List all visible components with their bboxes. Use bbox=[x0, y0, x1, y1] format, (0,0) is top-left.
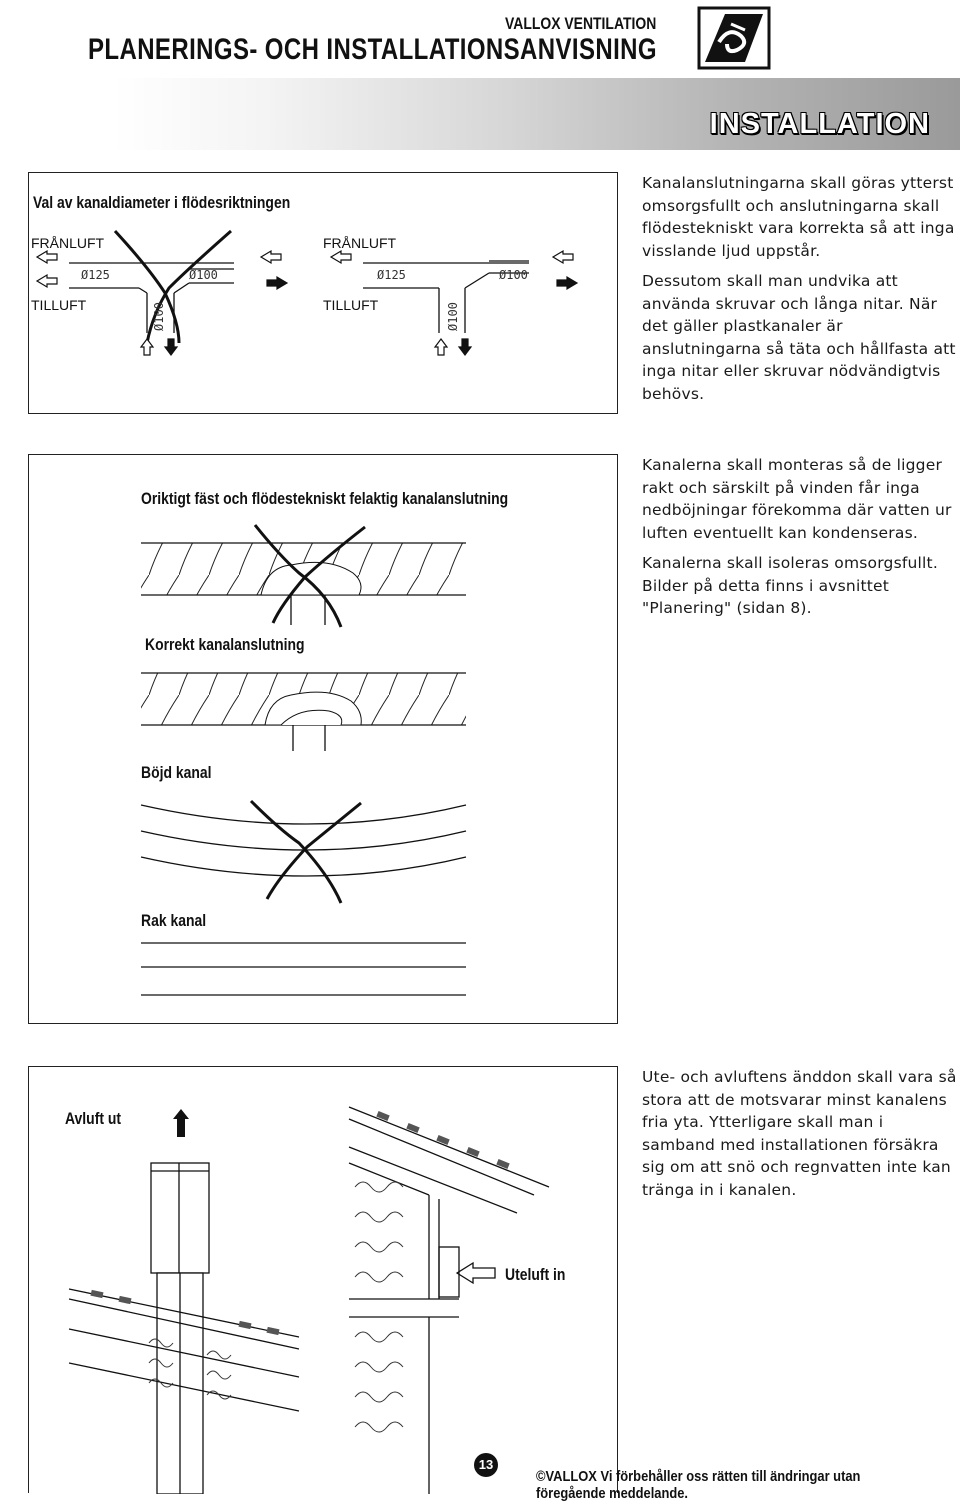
left-arrow-icon bbox=[455, 1261, 496, 1285]
roof-diagrams bbox=[68, 1106, 550, 1494]
exhaust-label-right: FRÅNLUFT bbox=[323, 235, 397, 251]
outdoor-air-in-label: Uteluft in bbox=[505, 1265, 566, 1284]
brand-name: VALLOX VENTILATION bbox=[505, 14, 657, 33]
diameter-label: Ø125 bbox=[81, 268, 110, 282]
up-arrow-icon bbox=[173, 1109, 189, 1137]
tee-junction-diagrams: Ø125 Ø100 Ø100 Ø125 Ø100 Ø100 bbox=[35, 229, 579, 356]
wrong-cross-icon bbox=[249, 799, 362, 904]
wrong-cross-icon bbox=[113, 229, 232, 344]
wrong-connection-label: Oriktigt fäst och flödestekniskt felakti… bbox=[141, 489, 509, 508]
duct-diagrams bbox=[140, 524, 467, 996]
correct-connection-label: Korrekt kanalanslutning bbox=[145, 635, 305, 654]
roof-panel: Avluft ut Uteluft in bbox=[28, 1066, 618, 1494]
copyright-notice: ©VALLOX Vi förbehåller oss rätten till ä… bbox=[536, 1468, 861, 1502]
exhaust-out-label: Avluft ut bbox=[65, 1109, 122, 1128]
wrong-cross-icon bbox=[253, 524, 366, 628]
page-number: 13 bbox=[474, 1453, 498, 1477]
supply-label-right: TILLUFT bbox=[323, 297, 379, 313]
bent-duct-label: Böjd kanal bbox=[141, 763, 212, 782]
diameter-label: Ø100 bbox=[189, 268, 218, 282]
diameter-label: Ø100 bbox=[446, 302, 460, 331]
vallox-logo-icon bbox=[697, 6, 771, 70]
paragraph: Kanalanslutningarna skall göras ytterst … bbox=[642, 174, 955, 260]
connections-panel: Oriktigt fäst och flödestekniskt felakti… bbox=[28, 454, 618, 1024]
section-title: INSTALLATION bbox=[709, 108, 930, 140]
section-banner bbox=[112, 78, 960, 150]
document-title: PLANERINGS- OCH INSTALLATIONSANVISNING bbox=[88, 33, 657, 66]
diameter-label: Ø100 bbox=[152, 302, 166, 331]
paragraph: Ute- och avluftens änddon skall vara så … bbox=[642, 1068, 957, 1199]
exhaust-label-left: FRÅNLUFT bbox=[31, 235, 105, 251]
paragraph: Kanalerna skall isoleras omsorgsfullt. B… bbox=[642, 554, 938, 617]
straight-duct-label: Rak kanal bbox=[141, 911, 207, 930]
paragraph: Dessutom skall man undvika att använda s… bbox=[642, 272, 956, 403]
diameter-panel: Val av kanaldiameter i flödesriktningen … bbox=[28, 172, 618, 414]
diameter-panel-title: Val av kanaldiameter i flödesriktningen bbox=[33, 193, 291, 212]
diameter-label: Ø125 bbox=[377, 268, 406, 282]
diameter-label: Ø100 bbox=[499, 268, 528, 282]
supply-label-left: TILLUFT bbox=[31, 297, 87, 313]
paragraph: Kanalerna skall monteras så de ligger ra… bbox=[642, 456, 952, 542]
